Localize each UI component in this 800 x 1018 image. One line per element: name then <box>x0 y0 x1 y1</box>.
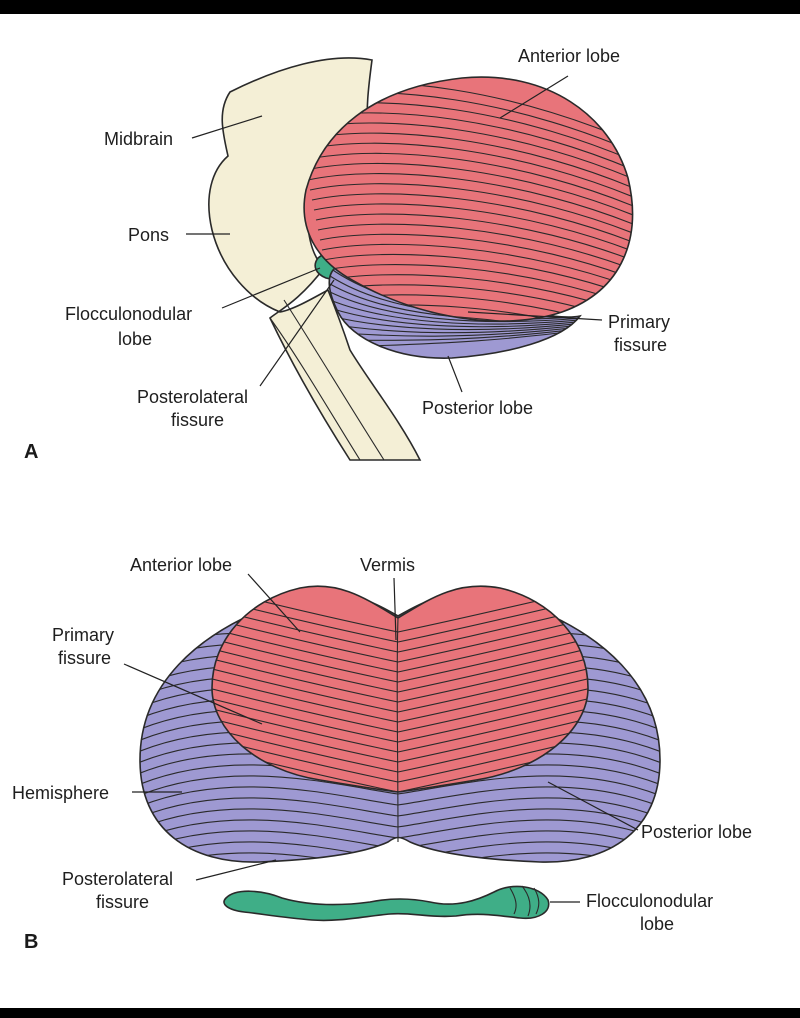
folium-line <box>304 152 633 214</box>
label-posterolateral-a-2: fissure <box>171 410 224 430</box>
vermis-line <box>396 617 399 843</box>
folium-line <box>329 299 580 325</box>
folium-line <box>212 745 588 792</box>
label-flocculonodular-a-2: lobe <box>118 329 152 349</box>
leader-midbrain <box>191 115 263 139</box>
brainstem-contour-1 <box>269 317 361 461</box>
leader-posterolateral-a <box>259 279 335 387</box>
leader-posterolateral-b <box>195 859 277 881</box>
label-posterolateral-b-1: Posterolateral <box>62 869 173 889</box>
label-posterior-a: Posterior lobe <box>422 398 533 418</box>
folium-line <box>212 665 588 713</box>
folium-line <box>212 675 588 723</box>
folium-line <box>329 291 580 323</box>
folium-line <box>212 615 588 663</box>
folium-line <box>309 183 633 241</box>
folium-line <box>329 322 580 334</box>
leader-primary-a <box>467 311 603 321</box>
folium-line <box>311 193 633 250</box>
folium-line <box>321 243 633 295</box>
label-midbrain: Midbrain <box>104 129 173 149</box>
label-pons: Pons <box>128 225 169 245</box>
folium-line <box>304 142 633 205</box>
folium-line <box>329 283 580 320</box>
leader-vermis <box>393 577 397 641</box>
label-primary-b-1: Primary <box>52 625 114 645</box>
folium-line <box>305 162 633 223</box>
label-vermis: Vermis <box>360 555 415 575</box>
label-flocculonodular-b-2: lobe <box>640 914 674 934</box>
label-anterior-b: Anterior lobe <box>130 555 232 575</box>
folium-line <box>329 315 580 331</box>
label-primary-b-2: fissure <box>58 648 111 668</box>
leader-primary-b <box>123 663 263 725</box>
label-hemisphere: Hemisphere <box>12 783 109 803</box>
panel-letter-a: A <box>24 441 38 463</box>
flocculonodular-lobe-b <box>223 885 550 922</box>
panel-letter-b: B <box>24 931 38 953</box>
brainstem-contour-2 <box>283 299 385 461</box>
folium-line <box>307 173 633 232</box>
folium-line <box>313 203 633 259</box>
leader-posterior-a <box>447 355 463 393</box>
label-posterolateral-a-1: Posterolateral <box>137 387 248 407</box>
leader-flocculonodular-a <box>221 267 321 309</box>
folium-line <box>323 253 633 304</box>
label-anterior-a: Anterior lobe <box>518 46 620 66</box>
folium-line <box>212 685 588 733</box>
label-posterolateral-b-2: fissure <box>96 892 149 912</box>
label-primary-a-1: Primary <box>608 312 670 332</box>
flocculus-fold-3 <box>533 887 540 915</box>
label-flocculonodular-a-1: Flocculonodular <box>65 304 192 324</box>
leader-anterior-a <box>499 75 569 119</box>
folium-line <box>317 223 633 277</box>
panel-b: Anterior lobe Vermis Primary fissure Hem… <box>12 555 752 953</box>
folium-line <box>212 625 588 673</box>
folium-line <box>212 635 588 683</box>
flocculus-fold-1 <box>509 887 517 915</box>
leader-posterior-b <box>547 781 639 831</box>
folium-line <box>329 307 580 328</box>
folium-line <box>212 645 588 693</box>
folium-line <box>140 852 660 863</box>
folium-line <box>212 655 588 703</box>
folium-line <box>319 233 633 286</box>
label-posterior-b: Posterior lobe <box>641 822 752 842</box>
folium-line <box>315 213 633 268</box>
label-flocculonodular-b-1: Flocculonodular <box>586 891 713 911</box>
folium-line <box>212 605 588 653</box>
label-primary-a-2: fissure <box>614 335 667 355</box>
flocculus-fold-2 <box>521 885 531 917</box>
leader-anterior-b <box>247 573 301 633</box>
